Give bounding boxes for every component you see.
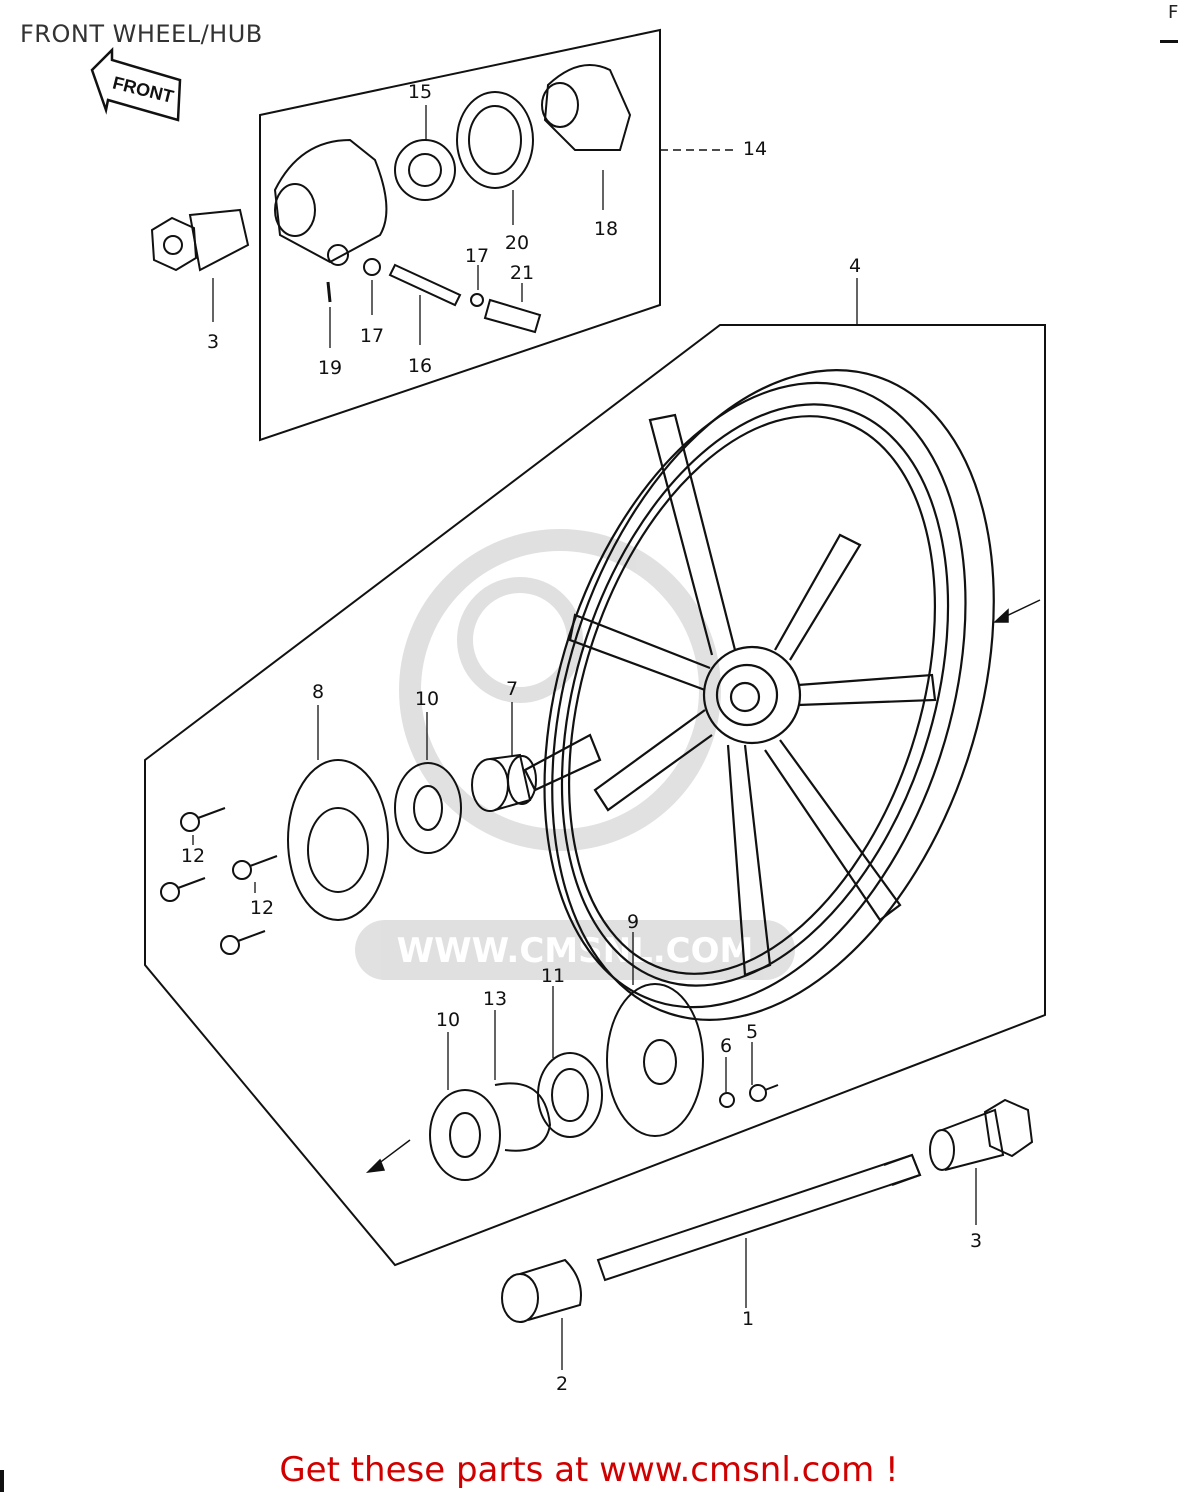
callout-19: 19 <box>318 357 342 379</box>
pin-19 <box>326 281 332 303</box>
hub-cover-9 <box>606 983 704 1137</box>
edge-mark <box>0 1470 4 1492</box>
bolts-12 <box>160 807 278 955</box>
cover-plate-8 <box>287 759 389 921</box>
callout-10-upper: 10 <box>415 688 439 710</box>
collar-2 <box>501 1258 582 1323</box>
callout-8: 8 <box>312 681 324 703</box>
footer-link-text[interactable]: Get these parts at www.cmsnl.com ! <box>279 1450 899 1490</box>
callout-21: 21 <box>510 262 534 284</box>
callout-3-upper: 3 <box>207 331 219 353</box>
callout-12-a: 12 <box>181 845 205 867</box>
gear-housing <box>273 138 388 266</box>
callout-3-lower: 3 <box>970 1230 982 1252</box>
gear-retainer <box>541 64 632 151</box>
oil-seal-11 <box>537 1052 603 1138</box>
oil-seal <box>456 91 534 189</box>
callout-2: 2 <box>556 1373 568 1395</box>
front-wheel <box>523 369 995 1021</box>
circlip-13 <box>494 1082 552 1152</box>
callout-10-lower: 10 <box>436 1009 460 1031</box>
leader-lines <box>192 105 977 1370</box>
screw-5 <box>749 1084 779 1102</box>
bearing-10-upper <box>394 762 462 854</box>
gear-pinion <box>363 258 462 307</box>
cmsnl-watermark: WWW.CMSNL.COM <box>355 529 795 980</box>
page-title: FRONT WHEEL/HUB <box>20 20 263 48</box>
collar-7 <box>471 753 537 812</box>
bearing-10-lower <box>429 1089 501 1181</box>
callout-1: 1 <box>742 1308 754 1330</box>
callout-9: 9 <box>627 911 639 933</box>
axle-1 <box>596 1153 922 1282</box>
corner-rule <box>1160 40 1178 43</box>
callout-4: 4 <box>849 255 861 277</box>
callout-7: 7 <box>506 678 518 700</box>
callout-16: 16 <box>408 355 432 377</box>
callout-20: 20 <box>505 232 529 254</box>
axle-nut-upper <box>150 208 250 272</box>
callout-15: 15 <box>408 81 432 103</box>
front-direction-arrow-icon: FRONT <box>90 46 182 122</box>
gear-housing-frame <box>259 28 661 442</box>
speedometer-gear <box>394 139 456 201</box>
callout-18: 18 <box>594 218 618 240</box>
bushing-21 <box>470 293 542 334</box>
wheel-assembly-frame <box>144 324 1046 1267</box>
washer-6 <box>719 1092 735 1108</box>
direction-arrows <box>365 599 1041 1174</box>
watermark-text: WWW.CMSNL.COM <box>397 931 754 971</box>
corner-letter: F <box>1168 2 1178 23</box>
callout-5: 5 <box>746 1021 758 1043</box>
callout-12-b: 12 <box>250 897 274 919</box>
callout-17-a: 17 <box>360 325 384 347</box>
callout-11: 11 <box>541 965 565 987</box>
callout-17-b: 17 <box>465 245 489 267</box>
callout-14: 14 <box>743 138 767 160</box>
callout-13: 13 <box>483 988 507 1010</box>
callout-6: 6 <box>720 1035 732 1057</box>
axle-nut-lower <box>929 1098 1034 1171</box>
